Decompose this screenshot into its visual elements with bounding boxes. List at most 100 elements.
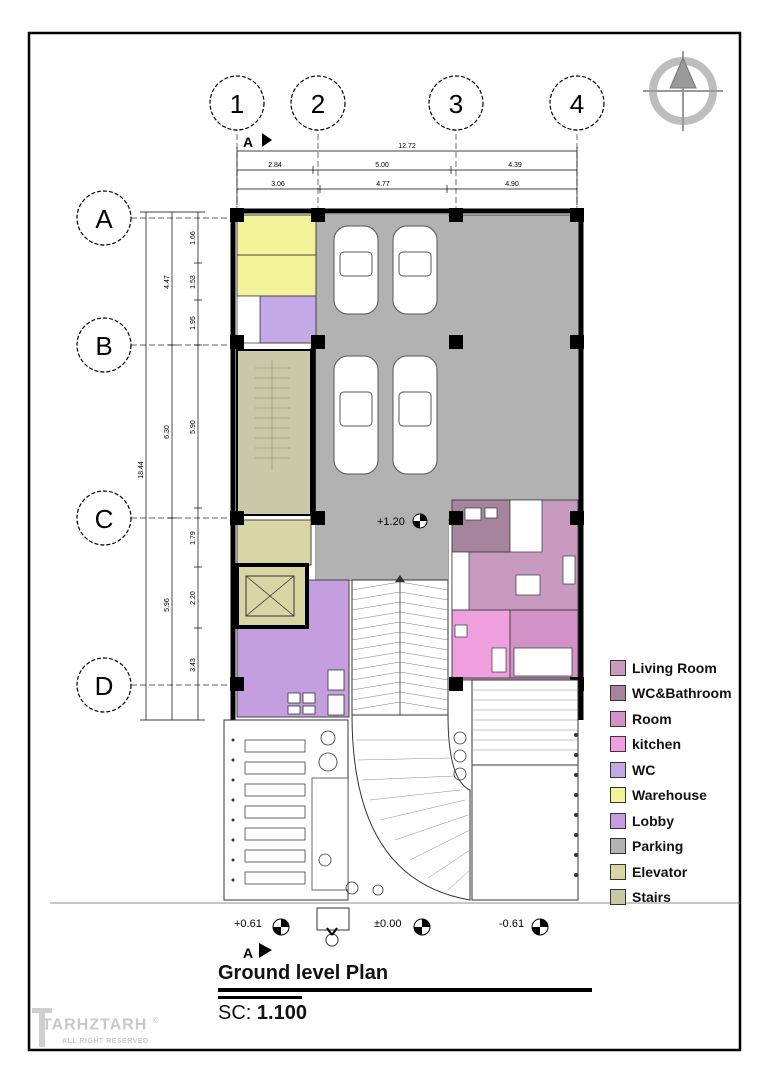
- drawing-scale: SC: 1.100: [218, 1002, 307, 1025]
- warehouse-2: [236, 254, 317, 297]
- legend-label: Room: [632, 710, 672, 727]
- legend-swatch: [610, 812, 626, 829]
- lobby-furniture: [287, 669, 345, 716]
- dimension-label: 12.72: [398, 143, 416, 150]
- logo-name: TARHZTARH ©: [42, 1016, 160, 1034]
- legend-label: Lobby: [632, 812, 674, 829]
- grid-column-label: 3: [449, 89, 463, 119]
- left-dimensions: [140, 211, 205, 721]
- dimension-label: 5.90: [190, 420, 197, 434]
- lower-right-ramp: [471, 679, 579, 901]
- stair-treads: [255, 360, 290, 470]
- legend-swatch: [610, 736, 626, 753]
- legend-swatch: [610, 659, 626, 676]
- legend-label: WC&Bathroom: [632, 685, 732, 702]
- grid-bubbles-columns: 1 2 3 4: [209, 75, 605, 131]
- title-underline: [218, 988, 592, 992]
- legend-swatch: [610, 761, 626, 778]
- level-label: +0.61: [234, 918, 262, 930]
- entry-sign-icon: [316, 907, 350, 947]
- legend-item: Living Room: [610, 655, 760, 681]
- legend-label: Stairs: [632, 889, 671, 906]
- entry-steps: [223, 719, 578, 901]
- legend-label: Warehouse: [632, 787, 707, 804]
- grid-row-label: C: [95, 504, 114, 534]
- curved-ramp: [351, 714, 471, 901]
- company-logo: [32, 1008, 52, 1047]
- legend-swatch: [610, 889, 626, 906]
- top-dimensions: [236, 147, 578, 205]
- entry-ramp: [351, 575, 449, 716]
- grid-bubbles-rows: A B C D: [76, 190, 132, 713]
- grid-row-label: D: [95, 671, 114, 701]
- section-marker-top: A: [243, 133, 272, 150]
- dimension-label: 1.95: [190, 316, 197, 330]
- section-marker-bottom: A: [243, 943, 272, 961]
- drawing-title: Ground level Plan: [218, 962, 389, 984]
- grid-column-label: 4: [570, 89, 584, 119]
- legend-swatch: [610, 863, 626, 880]
- level-label: +1.20: [377, 516, 405, 528]
- legend-item: Stairs: [610, 885, 760, 911]
- dimension-label: 2.84: [268, 162, 282, 169]
- legend-item: Parking: [610, 834, 760, 860]
- sheet-border: [27, 31, 742, 1052]
- level-label: ±0.00: [374, 918, 401, 930]
- dimension-label: 4.39: [508, 162, 522, 169]
- dimension-label: 4.77: [376, 181, 390, 188]
- dimension-label: 3.43: [190, 658, 197, 672]
- grid-row-label: A: [95, 204, 113, 234]
- legend-item: Room: [610, 706, 760, 732]
- legend-swatch: [610, 787, 626, 804]
- grid-column-label: 2: [311, 89, 325, 119]
- parking-cars: [333, 225, 438, 475]
- grid-column-label: 1: [230, 89, 244, 119]
- exterior-walls: [230, 208, 584, 720]
- section-marker-label: A: [243, 945, 253, 961]
- stair-landing: [236, 519, 312, 566]
- dimension-label: 4.90: [505, 181, 519, 188]
- dimension-label: 1.53: [190, 275, 197, 289]
- warehouse-1: [236, 214, 317, 256]
- dimension-label: 4.47: [164, 275, 171, 289]
- legend-item: Warehouse: [610, 783, 760, 809]
- level-label: -0.61: [499, 918, 524, 930]
- dimension-label: 1.66: [190, 231, 197, 245]
- legend-item: Elevator: [610, 859, 760, 885]
- legend-item: WC: [610, 757, 760, 783]
- legend-swatch: [610, 710, 626, 727]
- dimension-label: 3.06: [271, 181, 285, 188]
- legend-label: kitchen: [632, 736, 682, 753]
- apartment-furniture: [454, 507, 576, 673]
- legend-item: kitchen: [610, 732, 760, 758]
- legend-label: Elevator: [632, 863, 688, 880]
- logo-name-text: TARHZTARH: [42, 1016, 148, 1034]
- legend-label: WC: [632, 761, 656, 778]
- wc-room: [259, 295, 317, 344]
- level-markers-entry: +0.61 ±0.00 -0.61: [234, 918, 549, 936]
- scale-prefix: SC:: [218, 1002, 252, 1024]
- north-arrow-icon: [643, 51, 723, 131]
- dimension-label: 2.20: [190, 591, 197, 605]
- logo-tagline: ALL RIGHT RESERVED: [62, 1038, 149, 1045]
- grid-row-label: B: [95, 331, 112, 361]
- scale-value: 1.100: [256, 1002, 307, 1024]
- legend-label: Parking: [632, 838, 684, 855]
- section-marker-label: A: [243, 134, 253, 150]
- legend-swatch: [610, 685, 626, 702]
- planter-icon: [318, 730, 467, 896]
- legend-item: Lobby: [610, 808, 760, 834]
- copyright-mark: ©: [152, 1016, 160, 1025]
- dimension-label: 18.44: [138, 461, 145, 479]
- legend-label: Living Room: [632, 659, 717, 676]
- dimension-label: 6.30: [164, 425, 171, 439]
- legend-item: WC&Bathroom: [610, 681, 760, 707]
- level-marker-interior: +1.20: [377, 513, 428, 529]
- structural-columns: [230, 208, 584, 691]
- title-underline-short: [218, 996, 302, 999]
- legend-swatch: [610, 838, 626, 855]
- dimension-label: 5.00: [375, 162, 389, 169]
- stairs-area: [236, 349, 312, 516]
